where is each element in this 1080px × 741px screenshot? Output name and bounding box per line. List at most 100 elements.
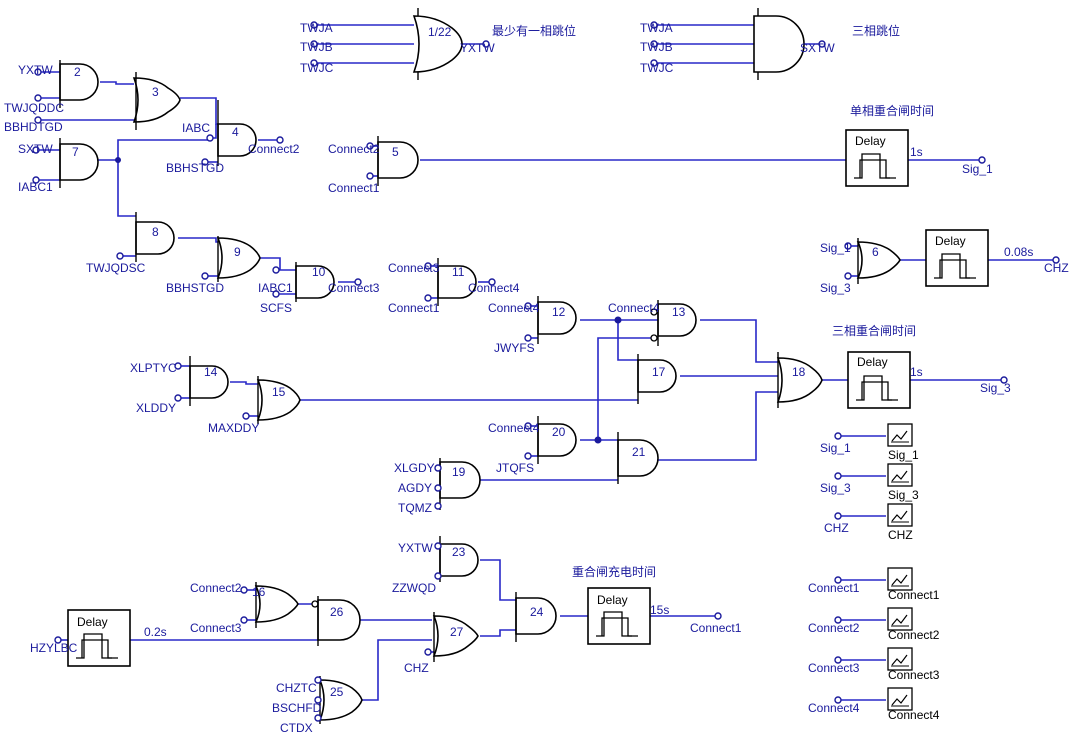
label-xlgdy: XLGDY: [394, 461, 435, 475]
gate-5-label: 5: [392, 145, 399, 159]
gate-8: 8: [135, 212, 175, 262]
monitor-label: Sig_3: [888, 488, 919, 502]
gate-11: 11: [437, 258, 477, 306]
monitor-label: Sig_1: [888, 448, 919, 462]
label-sig3-in: Sig_3: [820, 281, 851, 295]
delay-title: Delay: [857, 355, 888, 369]
gate-27-label: 27: [450, 625, 464, 639]
label-sig1-mon: Sig_1: [820, 441, 851, 455]
delay-charge[interactable]: Delay 15s: [587, 587, 669, 645]
gate-18-label: 18: [792, 365, 806, 379]
monitor-sig3[interactable]: Sig_3: [887, 463, 919, 502]
gate-25-label: 25: [330, 685, 344, 699]
monitor-label: Connect1: [888, 588, 940, 602]
gate-6: 6: [856, 238, 901, 284]
gate-3: 3: [132, 72, 181, 130]
gate-17: 17: [637, 354, 677, 404]
label-connect4-in-3: Connect4: [488, 421, 540, 435]
label-sig3-mon: Sig_3: [820, 481, 851, 495]
label-twjqddc: TWJQDDC: [4, 101, 64, 115]
monitor-connect2[interactable]: Connect2: [887, 607, 940, 642]
gate-5: 5: [377, 136, 419, 186]
label-connect3-in: Connect3: [388, 261, 440, 275]
monitor-connect4[interactable]: Connect4: [887, 687, 940, 722]
label-sig1-out: Sig_1: [962, 162, 993, 176]
junction-dot: [614, 316, 622, 324]
gate-8-label: 8: [152, 225, 159, 239]
gate-9: 9: [216, 236, 261, 282]
gate-15: 15: [256, 376, 301, 424]
label-xlptyc: XLPTYC: [130, 361, 177, 375]
monitor-label: Connect4: [888, 708, 940, 722]
label-twjb-2: TWJB: [640, 40, 673, 54]
monitor-sig1[interactable]: Sig_1: [887, 423, 919, 462]
gate-24-label: 24: [530, 605, 544, 619]
label-bschfd: BSCHFD: [272, 701, 322, 715]
annotation-min-one-phase: 最少有一相跳位: [492, 23, 576, 38]
label-connect4-in: Connect4: [488, 301, 540, 315]
label-connect4-in-2: Connect4: [608, 301, 660, 315]
monitor-connect1[interactable]: Connect1: [887, 567, 940, 602]
gate-11-label: 11: [452, 265, 465, 279]
monitor-chz[interactable]: CHZ: [887, 503, 913, 542]
gate-20: 20: [537, 416, 577, 464]
label-connect2-in-2: Connect2: [190, 581, 242, 595]
junction-dot: [115, 157, 121, 163]
label-hzylbc: HZYLBC: [30, 641, 78, 655]
monitor-connect3[interactable]: Connect3: [887, 647, 940, 682]
delay-title: Delay: [77, 615, 108, 629]
gate-24: 24: [515, 592, 557, 642]
signal-labels: TWJA TWJB TWJC YXTW 最少有一相跳位 TWJA TWJB TW…: [4, 21, 1069, 735]
gate-12-label: 12: [552, 305, 566, 319]
label-bbhdtgd: BBHDTGD: [4, 120, 63, 134]
annotation-three-phase: 三相跳位: [852, 23, 900, 38]
gate-7: 7: [59, 138, 99, 188]
annotation-reclose-charge: 重合闸充电时间: [572, 564, 656, 579]
label-bbhstgd: BBHSTGD: [166, 161, 224, 175]
label-xlddy: XLDDY: [136, 401, 176, 415]
label-bbhstgd-2: BBHSTGD: [166, 281, 224, 295]
delay-hzylbc[interactable]: Delay 0.2s: [67, 609, 167, 667]
gate-2: 2: [59, 60, 99, 108]
label-connect1-in: Connect1: [328, 181, 380, 195]
label-chz-in: CHZ: [404, 661, 429, 675]
gate-26-label: 26: [330, 605, 344, 619]
gate-19: 19: [439, 458, 481, 510]
label-connect1-mon: Connect1: [808, 581, 860, 595]
gate-20-label: 20: [552, 425, 566, 439]
label-jwyfs: JWYFS: [494, 341, 535, 355]
gate-4-label: 4: [232, 125, 239, 139]
gate-10: 10: [295, 262, 335, 302]
gate-17-label: 17: [652, 365, 666, 379]
label-sig3-out: Sig_3: [980, 381, 1011, 395]
gate-14-label: 14: [204, 365, 218, 379]
label-yxtw-2: YXTW: [398, 541, 433, 555]
gate-1-22: 1/22: [412, 8, 463, 80]
gate-14: 14: [189, 356, 229, 406]
gate-6-label: 6: [872, 245, 879, 259]
gate-13-label: 13: [672, 305, 686, 319]
label-sig1-in: Sig_1: [820, 241, 851, 255]
delay-chz[interactable]: Delay 0.08s: [925, 229, 1033, 287]
label-iabc1-2: IABC1: [258, 281, 293, 295]
gate-16: 16: [252, 582, 319, 628]
gate-25: 25: [318, 676, 363, 724]
terminals: [32, 21, 1060, 722]
label-sxtw-out: SXTW: [800, 41, 835, 55]
label-chztc: CHZTC: [276, 681, 317, 695]
label-twjc: TWJC: [300, 61, 334, 75]
delay-value: 0.2s: [144, 625, 167, 639]
gate-21: 21: [617, 432, 659, 484]
annotation-three-phase-reclose: 三相重合闸时间: [832, 323, 916, 338]
gate-10-label: 10: [312, 265, 326, 279]
delay-single-phase[interactable]: Delay 1s: [845, 129, 923, 187]
label-connect2-in: Connect2: [328, 142, 380, 156]
label-zzwqd: ZZWQD: [392, 581, 436, 595]
label-connect2-mon: Connect2: [808, 621, 860, 635]
gate-18: 18: [776, 352, 823, 408]
delay-value: 1s: [910, 145, 923, 159]
delay-three-phase[interactable]: Delay 1s: [847, 351, 923, 409]
label-connect4-mon: Connect4: [808, 701, 860, 715]
delay-title: Delay: [855, 134, 886, 148]
gate-19-label: 19: [452, 465, 466, 479]
